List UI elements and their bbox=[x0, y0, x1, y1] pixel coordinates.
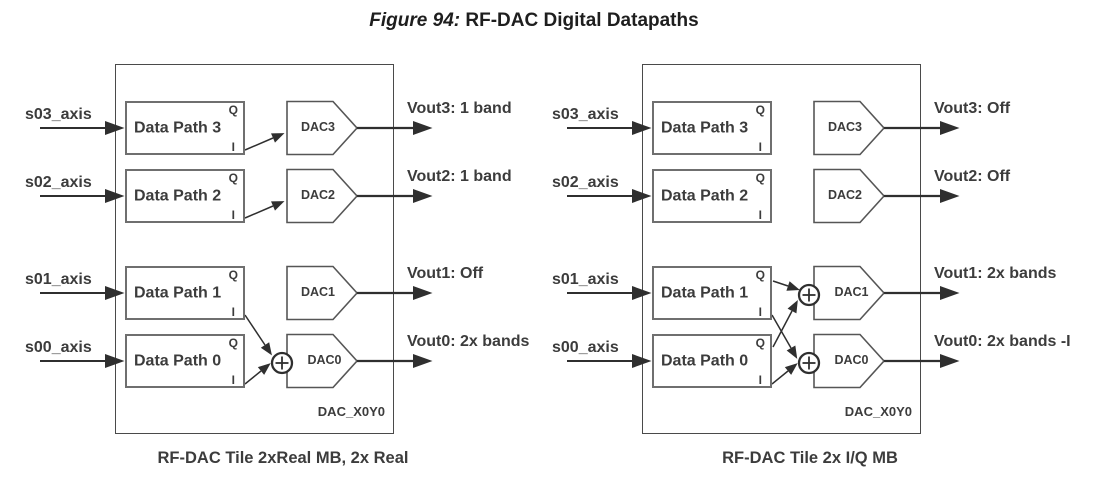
datapath3-box: Data Path 3 Q I bbox=[652, 101, 772, 155]
output-label-vout2: Vout2: Off bbox=[934, 168, 1011, 185]
diagram-caption: RF-DAC Tile 2x I/Q MB bbox=[722, 449, 898, 467]
q-output-label: Q bbox=[755, 103, 765, 117]
dac2-label: DAC2 bbox=[827, 188, 863, 202]
q-output-label: Q bbox=[228, 268, 238, 282]
figure-title-text: RF-DAC Digital Datapaths bbox=[465, 10, 699, 31]
dac2-label: DAC2 bbox=[300, 188, 336, 202]
wire-dp1-q-to-adder1 bbox=[772, 280, 800, 291]
dac0-pentagon bbox=[286, 333, 359, 389]
output-label-vout0: Vout0: 2x bands -I bbox=[934, 333, 1071, 350]
input-label-s00: s00_axis bbox=[25, 339, 92, 356]
diagram-2xreal-tile: s03_axis s02_axis s01_axis s00_axis Data… bbox=[25, 55, 535, 479]
datapath0-label: Data Path 0 bbox=[661, 352, 749, 370]
dac3-pentagon bbox=[813, 100, 886, 156]
dac3-label: DAC3 bbox=[827, 120, 863, 134]
dac2-pentagon bbox=[813, 168, 886, 224]
input-label-s02: s02_axis bbox=[25, 174, 92, 191]
input-label-s01: s01_axis bbox=[25, 271, 92, 288]
wire-dp2-i-to-dac2 bbox=[244, 201, 285, 219]
output-label-vout3: Vout3: Off bbox=[934, 100, 1011, 117]
datapath1-label: Data Path 1 bbox=[661, 284, 749, 302]
q-output-label: Q bbox=[228, 103, 238, 117]
datapath2-box: Data Path 2 Q I bbox=[652, 169, 772, 223]
dac1-pentagon bbox=[813, 265, 886, 321]
input-label-s03: s03_axis bbox=[25, 106, 92, 123]
wire-dp0-q-to-adder1 bbox=[772, 299, 798, 348]
diagram-caption: RF-DAC Tile 2xReal MB, 2x Real bbox=[157, 449, 409, 467]
datapath0-box: Data Path 0 Q I bbox=[125, 334, 245, 388]
datapath1-label: Data Path 1 bbox=[134, 284, 222, 302]
wire-dp3-i-to-dac3 bbox=[244, 133, 285, 151]
i-output-label: I bbox=[758, 305, 762, 319]
dac3-label: DAC3 bbox=[300, 120, 336, 134]
tile-outline-box bbox=[642, 64, 921, 434]
input-label-s00: s00_axis bbox=[552, 339, 619, 356]
i-output-label: I bbox=[758, 140, 762, 154]
tile-id-label: DAC_X0Y0 bbox=[317, 404, 385, 419]
output-label-vout1: Vout1: 2x bands bbox=[934, 265, 1057, 282]
datapath3-box: Data Path 3 Q I bbox=[125, 101, 245, 155]
q-output-label: Q bbox=[755, 171, 765, 185]
wire-dp0-i-to-adder0 bbox=[244, 363, 271, 385]
tile-id-label: DAC_X0Y0 bbox=[844, 404, 912, 419]
i-output-label: I bbox=[231, 305, 235, 319]
wires-layer bbox=[40, 100, 433, 389]
i-output-label: I bbox=[758, 373, 762, 387]
datapath3-label: Data Path 3 bbox=[134, 119, 222, 137]
tile-outline-box bbox=[115, 64, 394, 434]
input-label-s01: s01_axis bbox=[552, 271, 619, 288]
output-label-vout0: Vout0: 2x bands bbox=[407, 333, 530, 350]
q-output-label: Q bbox=[228, 171, 238, 185]
datapath0-label: Data Path 0 bbox=[134, 352, 222, 370]
i-output-label: I bbox=[231, 140, 235, 154]
dac1-pentagon bbox=[286, 265, 359, 321]
datapath1-box: Data Path 1 Q I bbox=[652, 266, 772, 320]
dac3-pentagon bbox=[286, 100, 359, 156]
dac0-label: DAC0 bbox=[307, 353, 342, 367]
i-output-label: I bbox=[758, 208, 762, 222]
figure-title: Figure 94: RF-DAC Digital Datapaths bbox=[0, 10, 1068, 32]
dac0-label: DAC0 bbox=[834, 353, 869, 367]
i-output-label: I bbox=[231, 373, 235, 387]
dac1-label: DAC1 bbox=[834, 285, 869, 299]
output-label-vout3: Vout3: 1 band bbox=[407, 100, 512, 117]
dac2-pentagon bbox=[286, 168, 359, 224]
q-output-label: Q bbox=[755, 268, 765, 282]
datapath2-label: Data Path 2 bbox=[134, 187, 222, 205]
input-label-s03: s03_axis bbox=[552, 106, 619, 123]
datapath2-box: Data Path 2 Q I bbox=[125, 169, 245, 223]
wire-dp0-i-to-adder0 bbox=[771, 363, 798, 385]
q-output-label: Q bbox=[755, 336, 765, 350]
datapath3-label: Data Path 3 bbox=[661, 119, 749, 137]
wires-layer bbox=[567, 100, 960, 389]
figure-number-label: Figure 94: bbox=[369, 10, 461, 31]
wire-dp1-i-to-adder0 bbox=[244, 314, 272, 356]
datapath0-box: Data Path 0 Q I bbox=[652, 334, 772, 388]
q-output-label: Q bbox=[228, 336, 238, 350]
i-output-label: I bbox=[231, 208, 235, 222]
input-label-s02: s02_axis bbox=[552, 174, 619, 191]
output-label-vout2: Vout2: 1 band bbox=[407, 168, 512, 185]
dac1-label: DAC1 bbox=[300, 285, 336, 299]
output-label-vout1: Vout1: Off bbox=[407, 265, 484, 282]
datapath2-label: Data Path 2 bbox=[661, 187, 749, 205]
datapath1-box: Data Path 1 Q I bbox=[125, 266, 245, 320]
dac0-pentagon bbox=[813, 333, 886, 389]
diagram-2x-iq-tile: s03_axis s02_axis s01_axis s00_axis Data… bbox=[552, 55, 1071, 479]
